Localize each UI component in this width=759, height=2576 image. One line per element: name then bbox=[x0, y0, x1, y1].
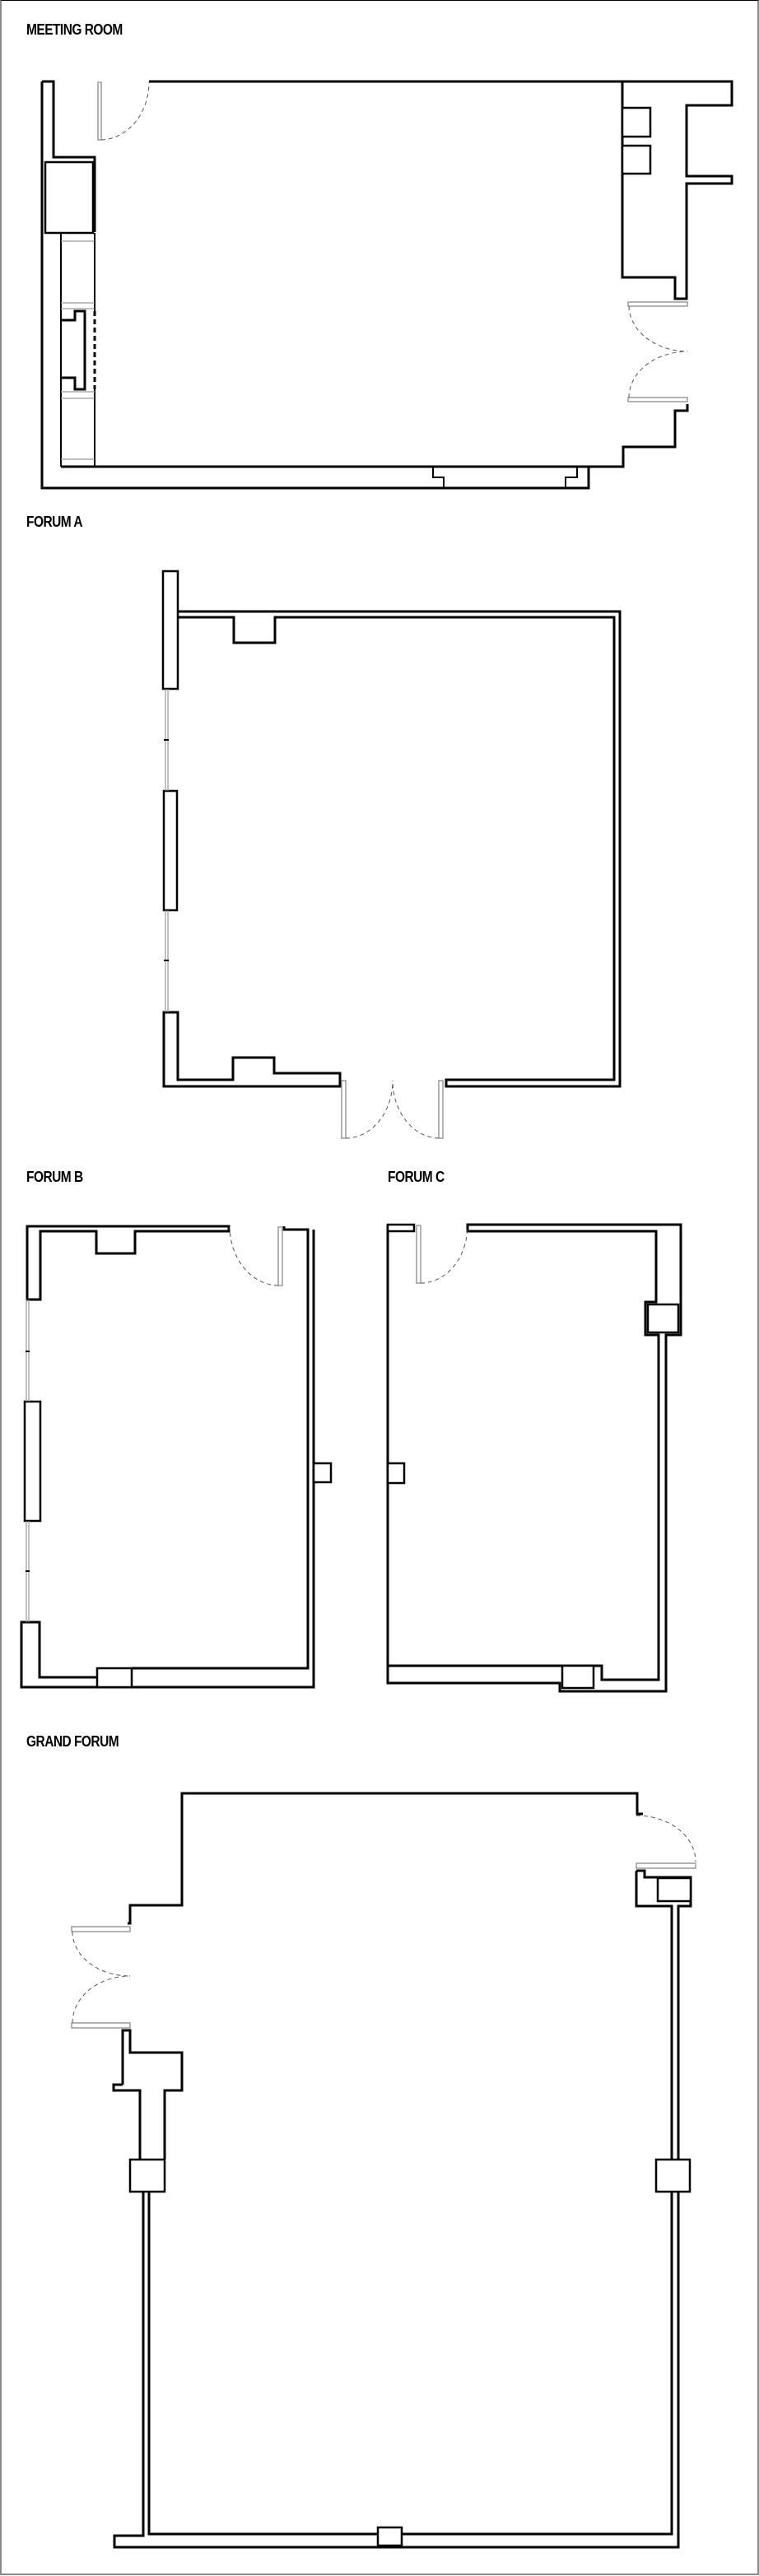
grand-forum-right-pillar bbox=[654, 2158, 691, 2193]
forum-c-left-bump bbox=[386, 1462, 406, 1485]
forum-c-corner-box bbox=[646, 1303, 680, 1334]
door-swing bbox=[628, 305, 688, 352]
meeting-left-cabinet bbox=[44, 160, 95, 235]
door-swing bbox=[345, 1080, 393, 1139]
door-leaf bbox=[71, 1926, 131, 1932]
forum-c-bottom-box bbox=[561, 1664, 595, 1690]
door-swing bbox=[636, 1815, 696, 1862]
door-swing bbox=[229, 1226, 279, 1286]
forum-b-pillar bbox=[23, 1400, 42, 1523]
forum-b-plan bbox=[20, 1225, 333, 1689]
door-leaf bbox=[416, 1225, 421, 1284]
meeting-right-box-2 bbox=[621, 144, 652, 175]
forum-a-plan bbox=[161, 570, 622, 1139]
meeting-right-box-1 bbox=[621, 106, 652, 138]
room-title-forum-c: FORUM C bbox=[388, 1169, 445, 1185]
door-swing bbox=[72, 1975, 131, 2024]
room-title-meeting-room: MEETING ROOM bbox=[26, 21, 123, 38]
forum-c-plan bbox=[386, 1223, 682, 1693]
door-leaf bbox=[636, 1862, 696, 1869]
door-swing bbox=[392, 1080, 440, 1139]
door-leaf bbox=[277, 1226, 283, 1286]
forum-c-top-left-block bbox=[386, 1223, 416, 1233]
door-leaf bbox=[97, 81, 102, 141]
forum-b-right-bump bbox=[312, 1462, 333, 1484]
room-title-forum-a: FORUM A bbox=[26, 514, 83, 530]
door-leaf bbox=[71, 2022, 131, 2029]
door-swing bbox=[100, 81, 150, 141]
door-swing bbox=[72, 1931, 131, 1977]
door-leaf bbox=[341, 1080, 347, 1139]
door-leaf bbox=[627, 301, 688, 307]
grand-forum-right-box bbox=[656, 1876, 692, 1903]
room-title-forum-b: FORUM B bbox=[26, 1169, 83, 1185]
room-title-grand-forum: GRAND FORUM bbox=[26, 1733, 119, 1750]
meeting-room-plan bbox=[40, 80, 733, 490]
grand-forum-left-pillar bbox=[128, 2158, 166, 2193]
forum-a-pillar-top bbox=[161, 570, 179, 690]
door-swing bbox=[628, 351, 688, 398]
door-leaf bbox=[438, 1080, 444, 1139]
forum-a-pillar-middle bbox=[162, 789, 179, 912]
grand-forum-plan bbox=[71, 1792, 696, 2549]
door-leaf bbox=[627, 397, 688, 402]
door-swing bbox=[420, 1225, 468, 1284]
grand-forum-bottom-box bbox=[376, 2526, 403, 2547]
forum-b-bottom-box bbox=[95, 1667, 133, 1689]
